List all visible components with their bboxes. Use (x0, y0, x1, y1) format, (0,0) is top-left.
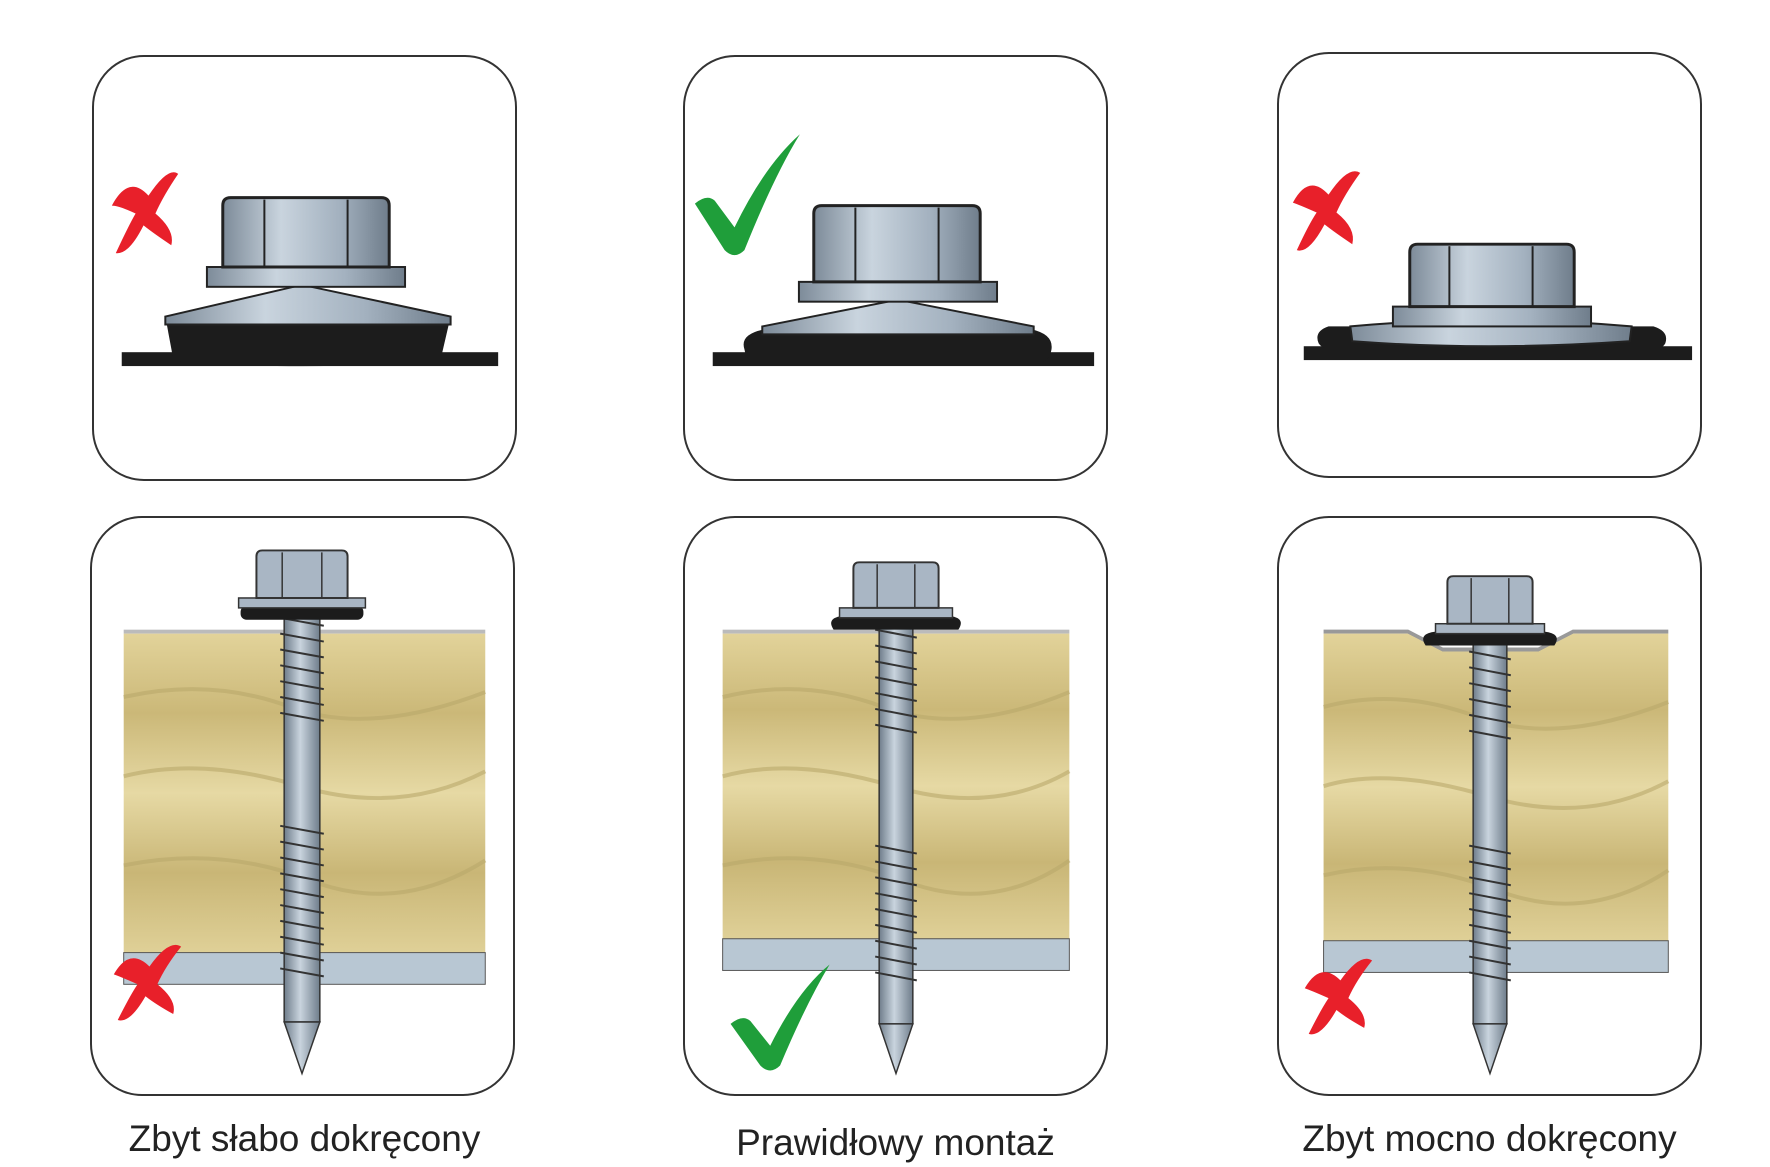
caption-correct-installation: Prawidłowy montaż (683, 1122, 1108, 1164)
hex-head (256, 550, 347, 598)
screw-shaft (1473, 636, 1507, 1024)
cross-section-correct (685, 518, 1106, 1094)
red-x-icon (112, 172, 178, 253)
cross-section-over (1279, 518, 1700, 1094)
panel-top-over-tightened (1277, 52, 1702, 478)
steel-washer (165, 285, 450, 325)
steel-washer (239, 598, 366, 608)
washer-closeup-under (94, 57, 515, 479)
drill-point (284, 1022, 320, 1074)
hex-head (1410, 244, 1574, 306)
bolt-flange (799, 282, 997, 302)
caption-under-tightened: Zbyt słabo dokręcony (92, 1118, 517, 1160)
washer-closeup-correct (685, 57, 1106, 479)
green-check-icon (731, 964, 830, 1070)
washer-closeup-over (1279, 54, 1700, 476)
red-x-icon (1293, 171, 1360, 250)
steel-washer (762, 300, 1033, 335)
green-check-icon (695, 134, 800, 255)
panel-bottom-over-tightened (1277, 516, 1702, 1096)
drill-point (1473, 1024, 1507, 1074)
hex-head (853, 562, 938, 608)
bolt-flange (1393, 307, 1591, 327)
steel-washer (1436, 624, 1545, 634)
hex-head (223, 198, 389, 267)
panel-bottom-under-tightened (90, 516, 515, 1096)
caption-over-tightened: Zbyt mocno dokręcony (1277, 1118, 1702, 1160)
panel-bottom-correct (683, 516, 1108, 1096)
panel-top-under-tightened (92, 55, 517, 481)
drill-point (879, 1024, 913, 1074)
steel-washer (840, 608, 953, 618)
hex-head (1447, 576, 1532, 624)
bolt-flange (207, 267, 405, 287)
cross-section-under (92, 518, 513, 1094)
panel-top-correct (683, 55, 1108, 481)
hex-head (814, 206, 980, 282)
